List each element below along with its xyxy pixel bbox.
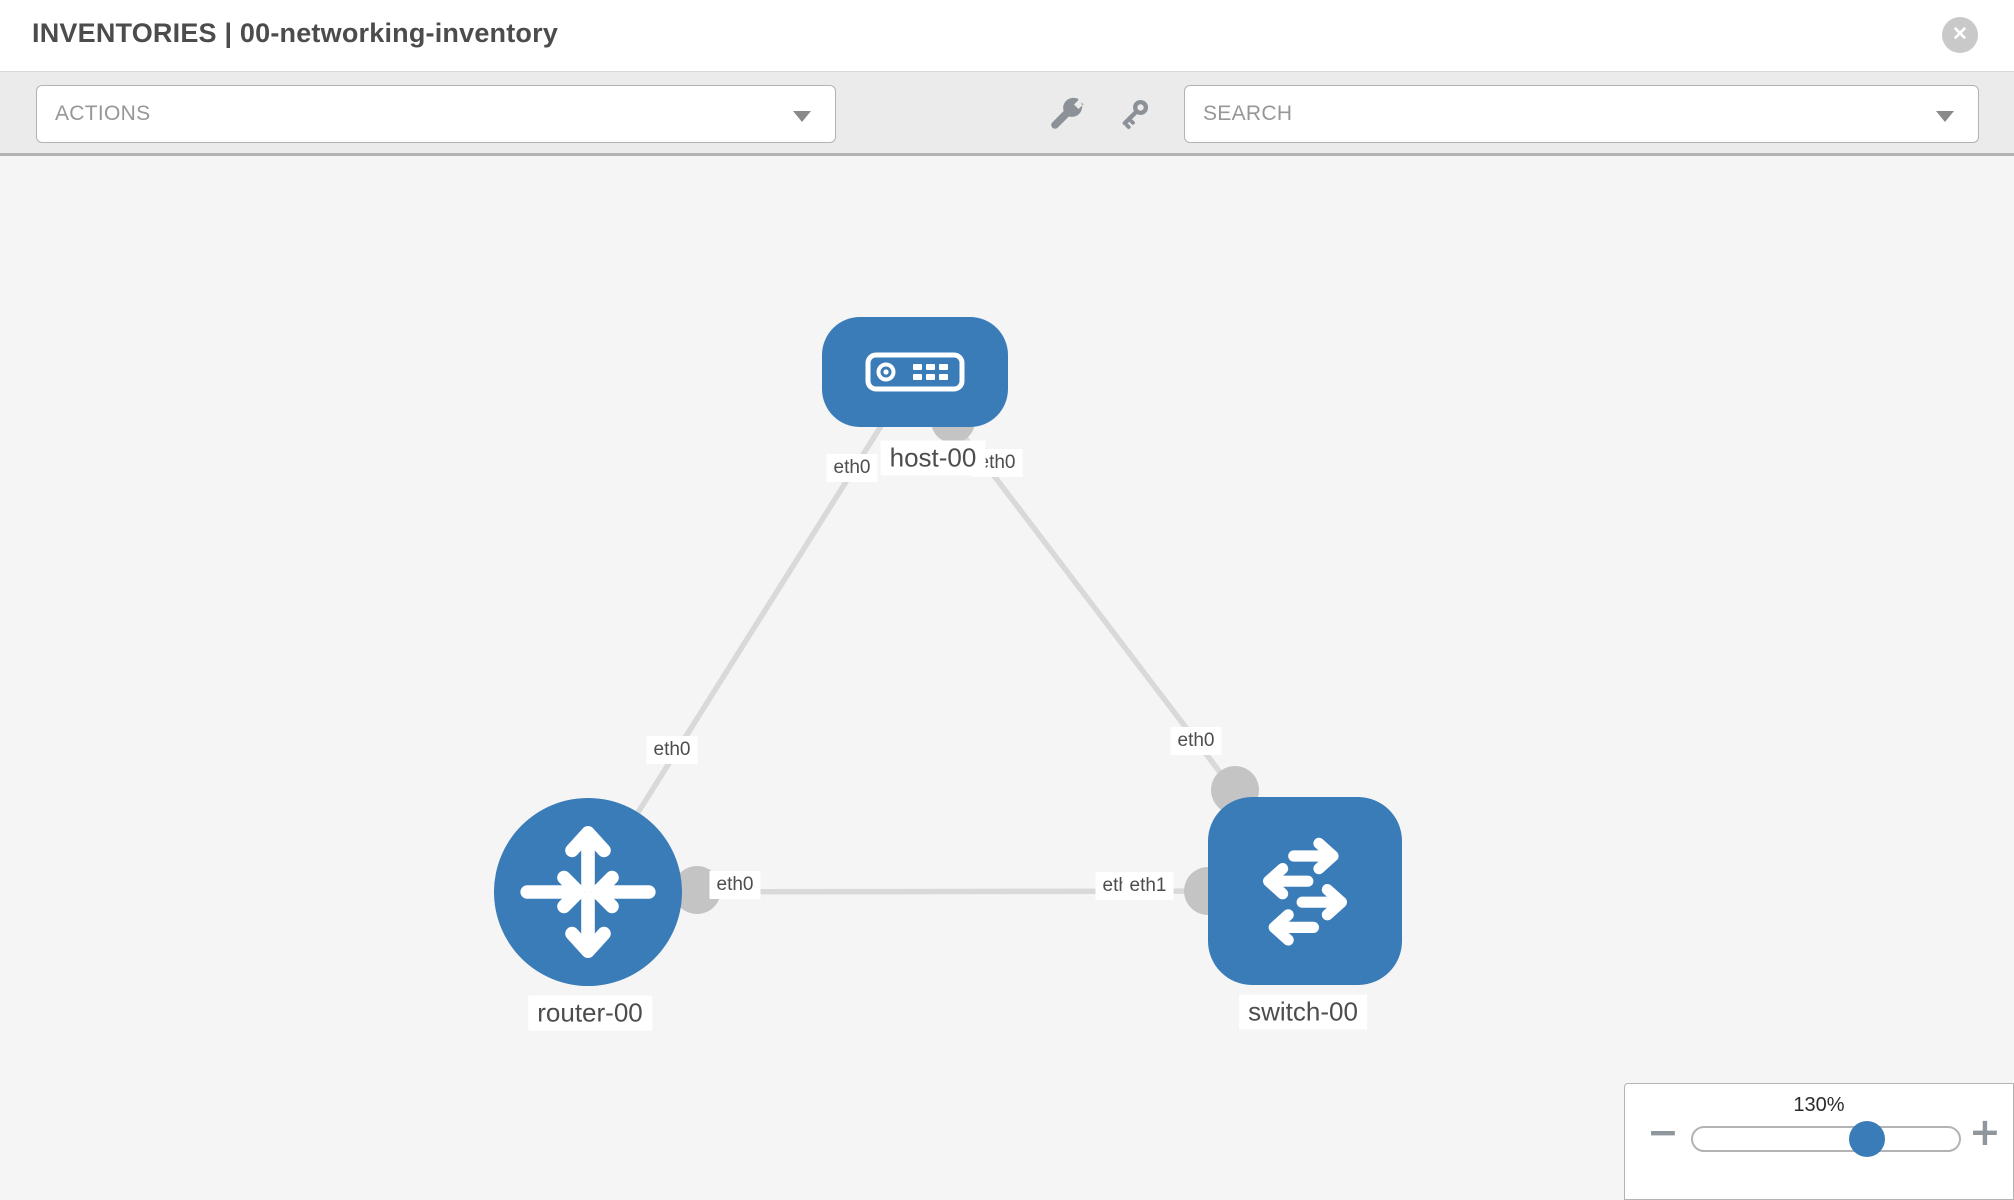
chevron-down-icon[interactable]	[793, 111, 811, 122]
window-header: INVENTORIES | 00-networking-inventory ✕	[0, 0, 2014, 72]
interface-label: eth0	[709, 871, 761, 899]
interface-label: eth0	[646, 736, 698, 764]
chevron-down-icon[interactable]	[1936, 111, 1954, 122]
key-icon	[1122, 99, 1149, 129]
page-title: INVENTORIES | 00-networking-inventory	[32, 18, 559, 48]
zoom-slider-track[interactable]	[1691, 1121, 1961, 1157]
zoom-slider-handle[interactable]	[1849, 1121, 1885, 1157]
wrench-icon	[1051, 97, 1085, 129]
node-host-00[interactable]	[822, 317, 1008, 427]
node-label-host-00: host-00	[880, 440, 986, 476]
zoom-in-button[interactable]: +	[1969, 1113, 2001, 1151]
node-label-router-00: router-00	[528, 995, 652, 1031]
zoom-control-panel: 130% − +	[1624, 1083, 2014, 1200]
node-label-switch-00: switch-00	[1239, 994, 1367, 1030]
topology-canvas[interactable]: eth0 eth0 eth0 eth0 eth0 eth0 eth1 host-…	[0, 156, 2014, 1200]
interface-label: eth1	[1122, 872, 1174, 900]
search-dropdown-label: SEARCH	[1203, 102, 1293, 125]
close-icon: ✕	[1952, 24, 1968, 45]
actions-dropdown-label: ACTIONS	[55, 102, 151, 125]
toolbar: ACTIONS SEARCH	[0, 72, 2014, 156]
wrench-button[interactable]	[1046, 94, 1090, 138]
minus-icon: −	[1647, 1110, 1679, 1154]
switch-icon	[1263, 837, 1347, 946]
close-button[interactable]: ✕	[1942, 17, 1978, 53]
actions-dropdown[interactable]: ACTIONS	[36, 85, 836, 143]
topology-links-layer	[585, 370, 1306, 915]
node-router-00[interactable]	[494, 798, 682, 986]
interface-label: eth0	[826, 454, 878, 482]
node-switch-00[interactable]	[1208, 797, 1402, 985]
router-icon	[520, 826, 656, 958]
connector-dot	[673, 866, 721, 914]
zoom-out-button[interactable]: −	[1647, 1113, 1679, 1151]
key-button[interactable]	[1111, 94, 1155, 138]
zoom-level-value: 130%	[1793, 1094, 1845, 1116]
interface-label: eth0	[1170, 727, 1222, 755]
plus-icon: +	[1969, 1110, 2001, 1154]
host-icon	[865, 352, 965, 392]
search-dropdown[interactable]: SEARCH	[1184, 85, 1979, 143]
